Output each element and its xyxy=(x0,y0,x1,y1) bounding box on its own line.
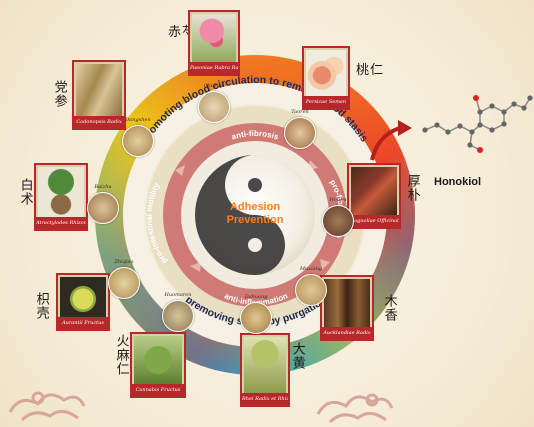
herb-caption: Aurantii Fructus xyxy=(58,317,108,329)
yin-yang-icon xyxy=(195,155,315,275)
herb-photo-dangshen: Codonopsis Radix xyxy=(72,60,126,130)
herb-photo-taoren: Persicae Semen xyxy=(302,46,350,110)
herb-caption: Rhei Radix et Rhizoma xyxy=(242,393,288,405)
herb-thumb-dangshen: Dangshen xyxy=(122,117,154,157)
herb-thumb-zhiqiao: Zhiqiao xyxy=(108,259,140,299)
herb-caption: Codonopsis Radix xyxy=(74,116,124,128)
herb-cn-huomaren: 火麻仁 xyxy=(113,334,129,376)
herb-caption: Aucklandiae Radix xyxy=(322,327,372,339)
herb-cn-zhiqiao: 枳壳 xyxy=(33,292,49,320)
herb-cn-dangshen: 党参 xyxy=(51,80,67,108)
herb-photo-huomaren: Cannabis Fructus xyxy=(130,332,186,398)
herb-thumb-houpu: Houpu xyxy=(322,197,354,237)
herb-thumb-taoren: Taoren xyxy=(284,109,316,149)
cloud-ornament-left-icon xyxy=(8,391,86,422)
herb-caption: Persicae Semen xyxy=(304,96,348,108)
herb-caption: Atractylodes Rhizoma xyxy=(36,217,86,229)
center-title-line1: Adhesion xyxy=(230,201,280,213)
compound-name: Honokiol xyxy=(434,176,482,188)
herb-cn-houpu: 厚朴 xyxy=(404,174,420,202)
herb-thumb-huomaren: Huomaren xyxy=(162,292,194,332)
herb-thumb-muxiang: Muxiang xyxy=(295,266,327,306)
center-title-line2: Prevention xyxy=(227,214,284,226)
herb-caption: Magnoliae Officinalis Cortex xyxy=(349,215,399,227)
curved-arrow-icon xyxy=(370,120,412,161)
herb-thumb-chishao: Chishao xyxy=(198,83,230,123)
herb-photo-muxiang: Aucklandiae Radix xyxy=(320,275,374,341)
herb-cn-dahuang: 大黄 xyxy=(289,342,305,370)
herb-photo-chishao: Paeoniae Rubra Radix xyxy=(188,10,240,76)
herb-thumb-dahuang: Dahuang xyxy=(240,294,272,334)
herb-cn-baizhu: 白术 xyxy=(17,178,33,206)
herb-caption: Paeoniae Rubra Radix xyxy=(190,62,238,74)
herb-photo-houpu: Magnoliae Officinalis Cortex xyxy=(347,163,401,229)
herb-cn-muxiang: 木香 xyxy=(381,294,397,322)
herb-caption: Cannabis Fructus xyxy=(132,384,184,396)
herb-photo-baizhu: Atractylodes Rhizoma xyxy=(34,163,88,231)
herb-cn-taoren: 桃仁 xyxy=(356,63,385,78)
cloud-ornament-right-icon xyxy=(316,393,394,424)
herb-thumb-baizhu: Baizhu xyxy=(87,184,119,224)
herb-photo-zhiqiao: Aurantii Fructus xyxy=(56,273,110,331)
herb-photo-dahuang: Rhei Radix et Rhizoma xyxy=(240,333,290,407)
